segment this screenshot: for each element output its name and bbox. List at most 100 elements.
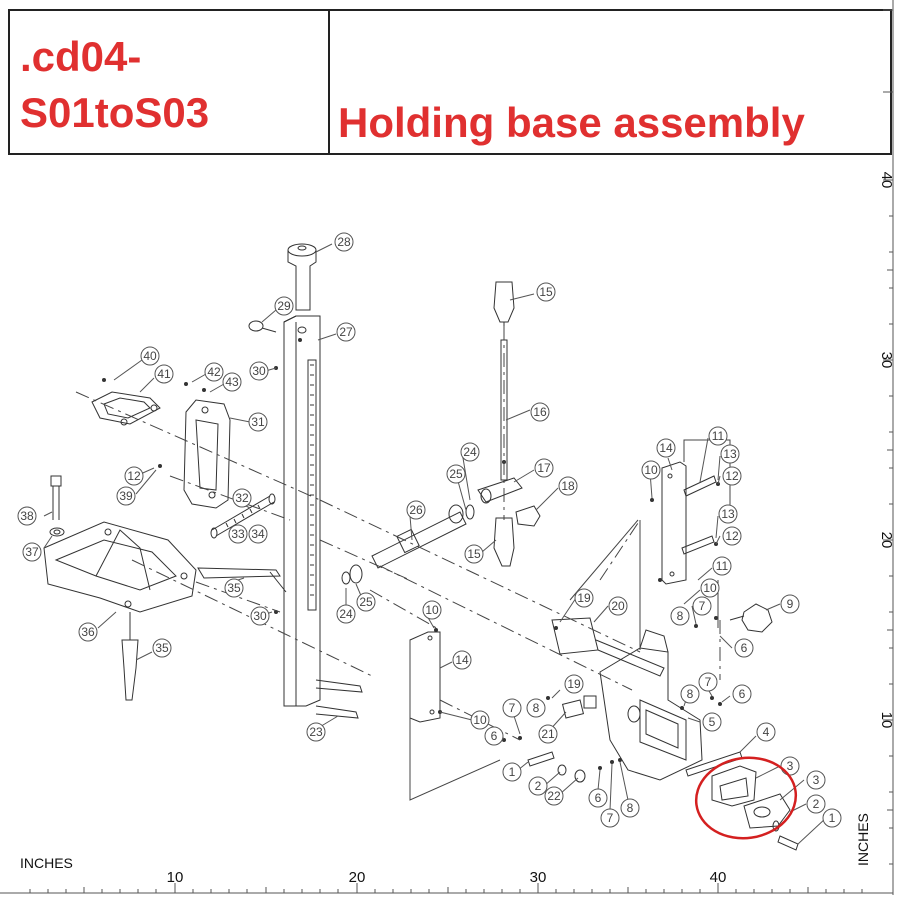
column-bolts-part [315,679,363,719]
callout-43: 43 [225,375,239,389]
column-cap-part [287,243,317,311]
callout-19-mid: 19 [567,677,581,691]
callout-16: 16 [533,405,547,419]
part-code-line2: S01toS03 [20,89,210,136]
callout-28: 28 [337,235,351,249]
callout-32: 32 [235,491,249,505]
hold-bolt-part [49,475,65,537]
holding-base-part [599,629,703,781]
callout-19-top: 19 [577,591,591,605]
callout-40: 40 [143,349,157,363]
callout-39: 39 [119,489,133,503]
callout-6-bottom: 6 [595,791,602,805]
callout-4: 4 [763,725,770,739]
handle-hub-part [477,477,523,504]
callout-7-top: 7 [699,599,706,613]
callout-21: 21 [541,727,555,741]
callout-8-right: 8 [687,687,694,701]
callout-24-bottom: 24 [339,607,353,621]
callout-35-handle: 35 [155,641,169,655]
bottom-tick-10: 10 [167,869,184,886]
callout-15-bottom: 15 [467,547,481,561]
callout-6-mid: 6 [491,729,498,743]
small-hardware-dots [102,338,722,770]
part-code-line1: .cd04- [20,33,142,80]
callout-14-right: 14 [659,441,673,455]
lower-handle-part [493,517,515,567]
assembly-center-lines [75,326,721,741]
callout-22: 22 [547,789,561,803]
callout-8-top: 8 [677,609,684,623]
callout-31: 31 [251,415,265,429]
callout-41: 41 [157,367,171,381]
callout-12-top: 12 [725,469,739,483]
callout-14-left: 14 [455,653,469,667]
right-tick-20: 20 [878,532,895,549]
callout-11-mid: 11 [716,559,729,573]
callout-38: 38 [20,509,34,523]
gear-shaft-part [210,493,276,539]
callout-25-bottom: 25 [359,595,373,609]
callout-10-mid: 10 [703,581,717,595]
callout-1-right: 1 [829,811,836,825]
callout-36: 36 [81,625,95,639]
column-part [283,315,321,707]
right-ruler-ticks [883,9,893,865]
callout-5: 5 [709,715,716,729]
bottom-tick-20: 20 [349,869,366,886]
bottom-tick-40: 40 [710,869,727,886]
eye-bolt-part [248,320,277,333]
callout-8-mid: 8 [533,701,540,715]
callout-7-bottom: 7 [607,811,614,825]
callout-37: 37 [25,545,39,559]
callout-8-bottom: 8 [627,801,634,815]
pinion-shaft-part [371,504,467,569]
callout-35-lever: 35 [227,581,241,595]
highlight-ellipse [694,756,798,840]
right-units-label: INCHES [855,813,871,866]
callout-12-mid: 12 [725,529,739,543]
assembly-title: Holding base assembly [338,99,805,146]
clamp-bolt-part [772,820,799,851]
right-tick-40: 40 [878,172,895,189]
guide-plate-right-part [661,461,687,585]
callout-18: 18 [561,479,575,493]
mount-bolt-part [527,751,586,783]
callout-26: 26 [409,503,423,517]
right-tick-30: 30 [878,352,895,369]
callout-9: 9 [787,597,794,611]
callout-3-bottom: 3 [813,773,820,787]
bottom-tick-30: 30 [530,869,547,886]
callout-numbers: 28 29 27 30 40 41 42 43 31 12 39 32 33 3… [20,235,835,825]
callout-30-bottom: 30 [253,609,267,623]
callout-2-right: 2 [813,797,820,811]
callout-25-top: 25 [449,467,463,481]
callout-2-left: 2 [535,779,542,793]
callout-7-right: 7 [705,675,712,689]
callout-29: 29 [277,299,291,313]
callout-17: 17 [537,461,551,475]
callout-27: 27 [339,325,353,339]
callout-42: 42 [207,365,221,379]
title-block: .cd04- S01toS03 Holding base assembly [8,9,892,155]
clamp-halves-part [711,765,791,829]
callout-6-right: 6 [739,687,746,701]
callout-1-left: 1 [509,765,516,779]
callout-13-mid: 13 [721,507,735,521]
callout-7-mid: 7 [509,701,516,715]
callout-34: 34 [251,527,265,541]
slide-blocks-part [561,695,597,719]
callout-15-top: 15 [539,285,553,299]
callout-11-top: 11 [712,429,725,443]
callout-33: 33 [231,527,245,541]
callout-10-top: 10 [644,463,658,477]
spring-clip-part [515,505,541,527]
callout-23: 23 [309,725,323,739]
callout-12-left: 12 [127,469,141,483]
right-tick-10: 10 [878,712,895,729]
callout-13-top: 13 [723,447,737,461]
part-code-cell: .cd04- S01toS03 [10,11,330,153]
callout-6-top: 6 [741,641,748,655]
callout-10-left: 10 [425,603,439,617]
